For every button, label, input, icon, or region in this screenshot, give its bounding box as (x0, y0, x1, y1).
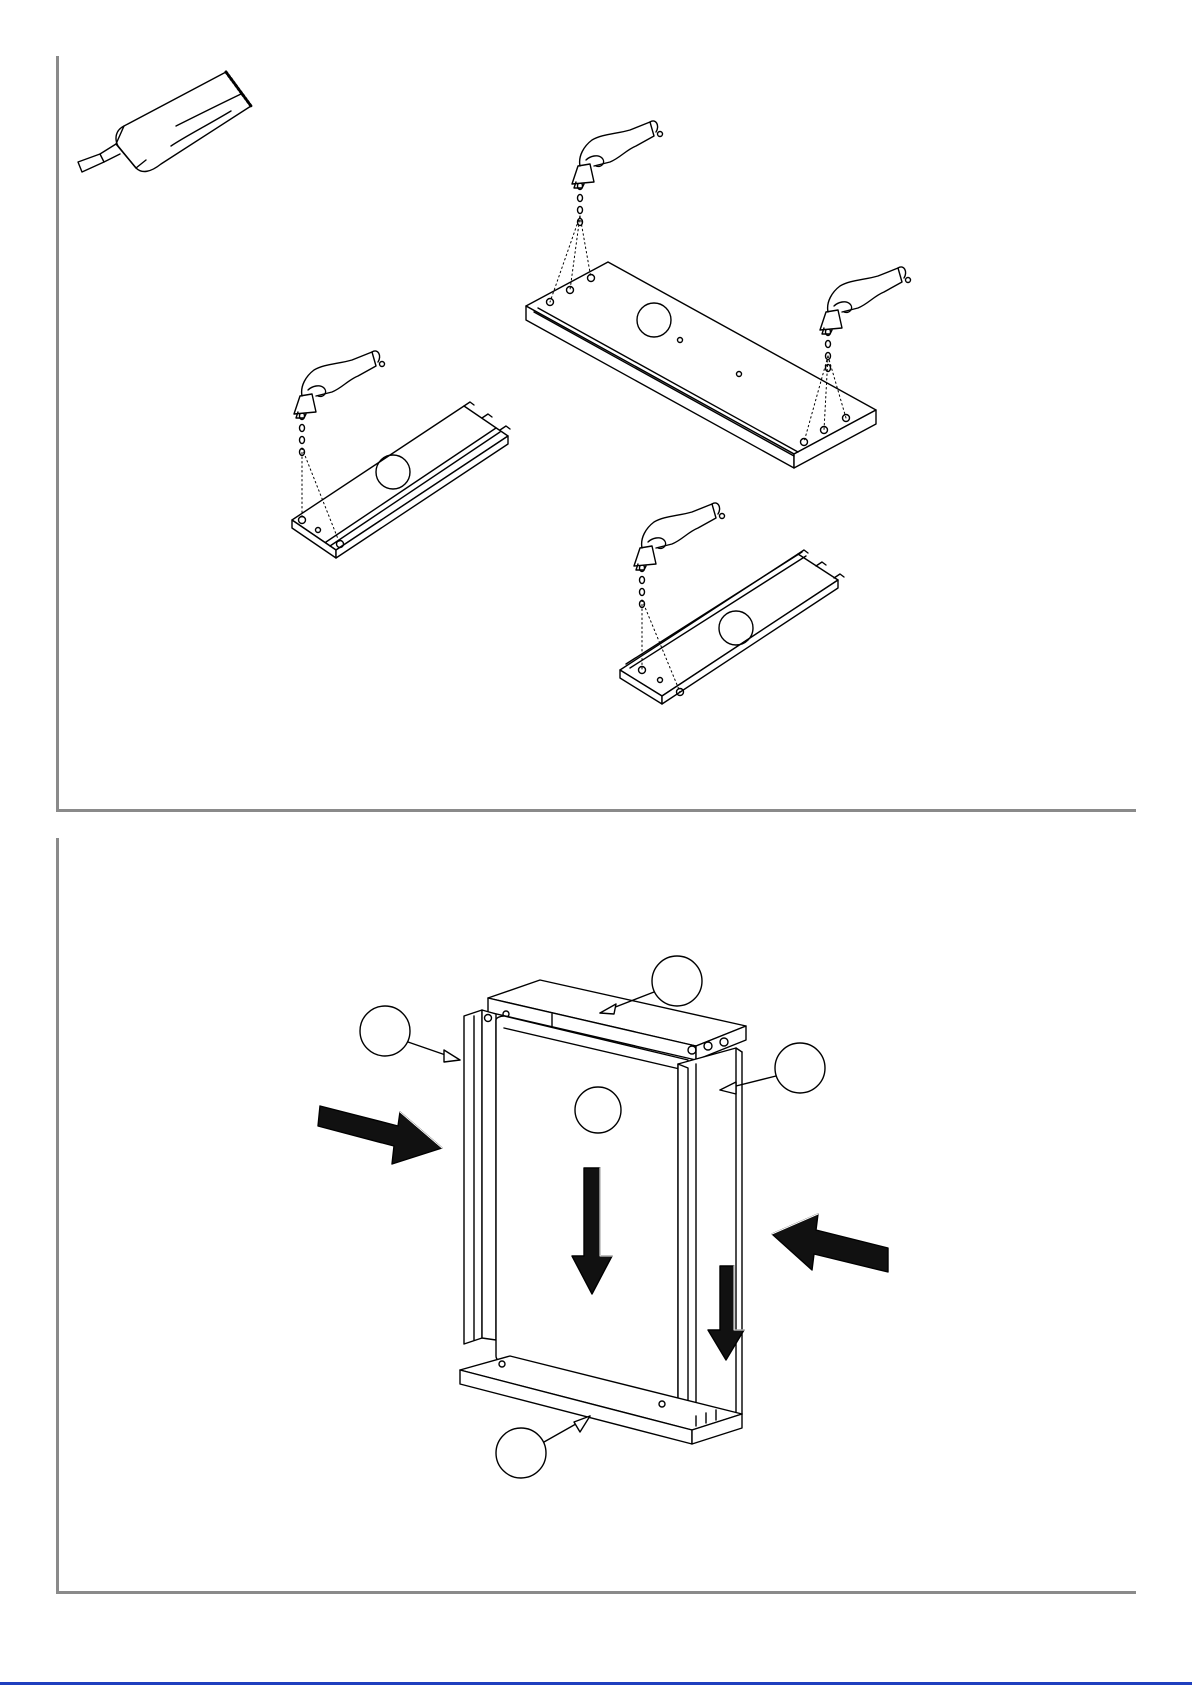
step-2-panel (56, 838, 1136, 1594)
glue-drops (300, 413, 305, 456)
glue-tube-icon (78, 72, 251, 172)
step-2-illustration (56, 838, 1139, 1594)
bottom-shelf (620, 550, 844, 704)
push-arrow-right-icon (772, 1214, 888, 1272)
glue-drops (578, 183, 583, 226)
hand-glue-bottle-icon (572, 121, 663, 188)
right-side (678, 1048, 742, 1432)
hand-glue-bottle-icon (294, 351, 385, 418)
step-1-panel (56, 56, 1136, 812)
glue-drops (640, 565, 645, 608)
step-1-illustration (56, 56, 1139, 812)
left-shelf (292, 402, 510, 558)
push-arrow-left-icon (318, 1106, 442, 1164)
hand-glue-bottle-icon (820, 267, 911, 334)
top-panel (526, 262, 876, 468)
label-callout (360, 1006, 460, 1062)
label-callout (496, 1416, 590, 1478)
hand-glue-bottle-icon (634, 503, 725, 570)
glue-drops (826, 329, 831, 372)
